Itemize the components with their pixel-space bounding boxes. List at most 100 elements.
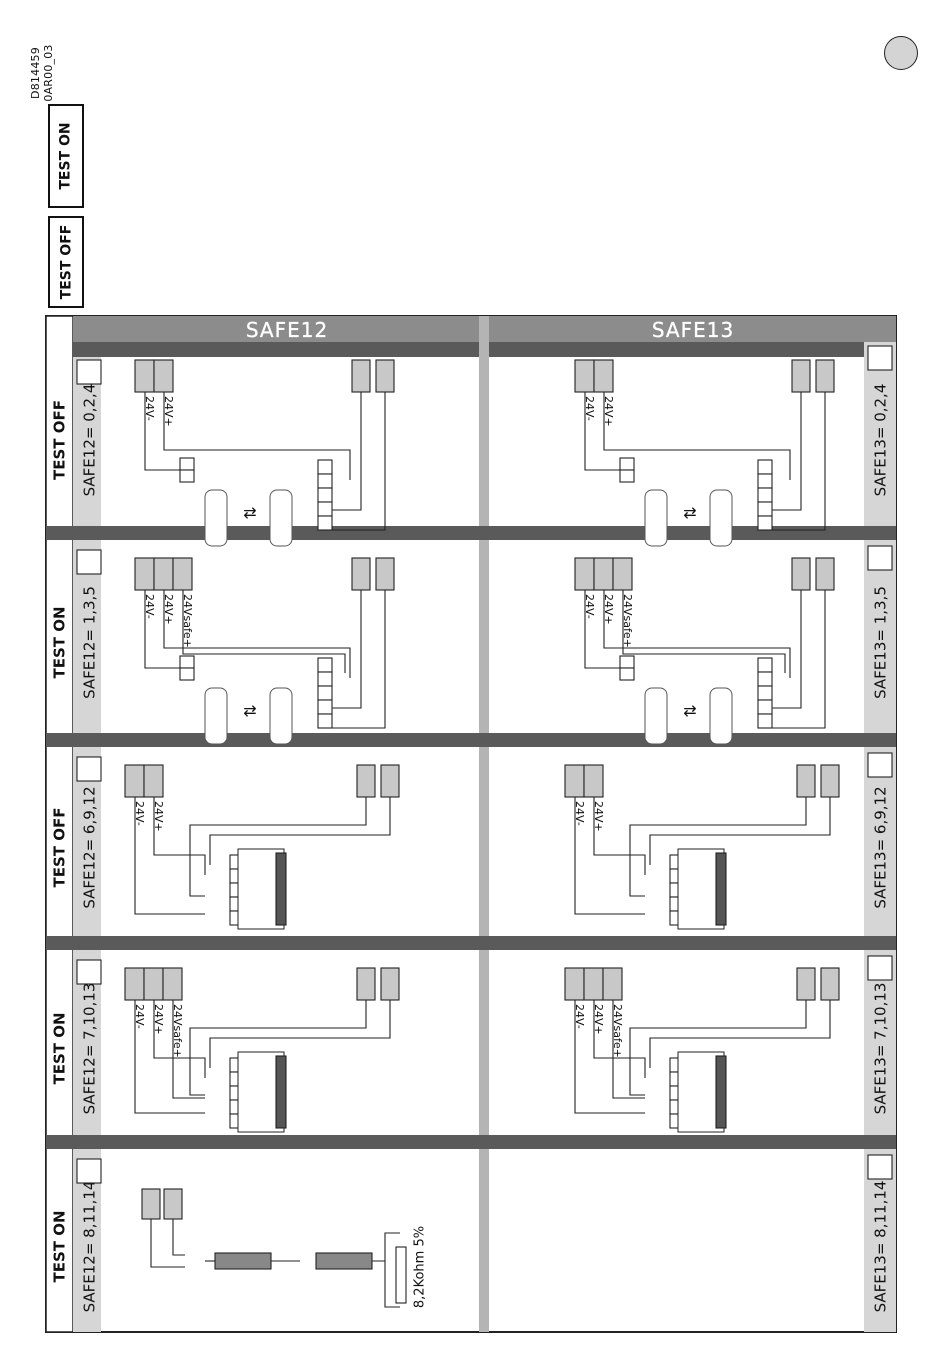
- right-setting-label: SAFE13= 7,10,13: [872, 983, 890, 1115]
- power-terminal: [602, 967, 623, 1001]
- tx-terminal: [317, 699, 333, 715]
- wire: [163, 392, 351, 480]
- edge-strip: [275, 1055, 287, 1129]
- power-terminal: [124, 764, 145, 798]
- arrows-icon: ⇄: [683, 503, 696, 522]
- wire: [593, 797, 646, 875]
- output-terminal: [815, 557, 835, 591]
- row-separator: [46, 526, 896, 540]
- header-separator-left: [73, 342, 479, 357]
- output-terminal: [375, 359, 395, 393]
- power-terminal: [574, 557, 595, 591]
- row-mode-label: TEST OFF: [51, 400, 69, 480]
- legend-test-off: TEST OFF: [48, 216, 84, 308]
- rx-terminal: [619, 457, 635, 471]
- edge-strip: [715, 852, 727, 926]
- output-terminal: [375, 557, 395, 591]
- photocell-device: [709, 489, 733, 547]
- tx-terminal: [757, 515, 773, 531]
- tx-terminal: [757, 713, 773, 729]
- power-terminal: [583, 967, 604, 1001]
- arrows-icon: ⇄: [243, 701, 256, 720]
- terminal-label: 24Vsafe+: [181, 594, 194, 648]
- right-checkbox: [867, 345, 893, 371]
- left-checkbox: [76, 959, 102, 985]
- tx-terminal: [317, 487, 333, 503]
- panel-left-row-4: 8,2Kohm 5%: [141, 1188, 428, 1308]
- power-terminal: [153, 359, 174, 393]
- rx-terminal: [619, 655, 635, 669]
- power-terminal: [612, 557, 633, 591]
- tx-terminal: [757, 487, 773, 503]
- tx-terminal: [317, 515, 333, 531]
- tx-terminal: [757, 699, 773, 715]
- output-terminal: [356, 967, 376, 1001]
- tx-terminal: [757, 501, 773, 517]
- terminal-label: 24V+: [592, 801, 605, 832]
- terminal-label: 24V-: [573, 801, 586, 826]
- wire: [770, 590, 802, 709]
- output-terminal: [820, 764, 840, 798]
- power-terminal: [574, 359, 595, 393]
- wire: [622, 590, 786, 673]
- power-terminal: [143, 967, 164, 1001]
- power-terminal: [172, 557, 193, 591]
- terminal-label: 24V+: [152, 801, 165, 832]
- edge-strip: [715, 1055, 727, 1129]
- wire: [182, 590, 346, 673]
- output-terminal: [815, 359, 835, 393]
- wire: [330, 590, 362, 709]
- terminal-label: 24V+: [602, 594, 615, 625]
- photocell-device: [709, 687, 733, 745]
- right-checkbox: [867, 1154, 893, 1180]
- terminal-label: 24V-: [143, 594, 156, 619]
- row-separator: [46, 733, 896, 747]
- panel-right-row-1: 24V-24V+24Vsafe+⇄: [574, 557, 835, 745]
- photocell-device: [204, 687, 228, 745]
- left-checkbox: [76, 549, 102, 575]
- right-checkbox: [867, 752, 893, 778]
- output-terminal: [163, 1188, 183, 1220]
- panel-left-row-3: 24V-24V+24Vsafe+: [124, 967, 400, 1133]
- row-separator: [46, 1135, 896, 1149]
- wire: [593, 1000, 646, 1078]
- arrows-icon: ⇄: [243, 503, 256, 522]
- rx-terminal: [619, 469, 635, 483]
- rx-terminal: [179, 457, 195, 471]
- photocell-device: [644, 687, 668, 745]
- right-checkbox: [867, 955, 893, 981]
- terminal-label: 24Vsafe+: [171, 1004, 184, 1058]
- wire: [134, 1000, 205, 1114]
- wire: [629, 797, 807, 897]
- power-terminal: [564, 764, 585, 798]
- power-terminal: [153, 557, 174, 591]
- output-terminal: [380, 967, 400, 1001]
- left-checkbox: [76, 1158, 102, 1184]
- wire: [372, 1232, 400, 1262]
- output-terminal: [820, 967, 840, 1001]
- resistor-label: 8,2Kohm 5%: [413, 1226, 428, 1308]
- panel-right-row-0: 24V- 24V+ ⇄: [574, 359, 835, 547]
- wire: [574, 1000, 645, 1114]
- panel-left-row-2: 24V-24V+: [124, 764, 400, 930]
- resistor: [395, 1246, 407, 1304]
- header-band-left: [73, 316, 479, 342]
- wire: [574, 797, 645, 915]
- wire: [649, 797, 831, 865]
- wire: [330, 590, 386, 729]
- left-setting-label: SAFE12= 7,10,13: [81, 983, 99, 1115]
- tx-terminal: [317, 671, 333, 687]
- tx-terminal: [757, 685, 773, 701]
- terminal-label: 24V+: [602, 396, 615, 427]
- terminal-label: 24V-: [583, 396, 596, 421]
- wire: [189, 797, 367, 897]
- terminal-label: 24V-: [133, 1004, 146, 1029]
- left-setting-label: SAFE12= 1,3,5: [81, 586, 99, 699]
- arrows-icon: ⇄: [683, 701, 696, 720]
- wire: [584, 392, 620, 471]
- photocell-device: [204, 489, 228, 547]
- wire: [603, 392, 791, 480]
- row-mode-label: TEST ON: [51, 606, 69, 678]
- wire: [770, 392, 802, 511]
